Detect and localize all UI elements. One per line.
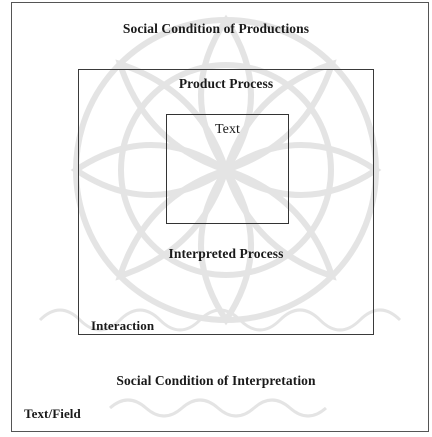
- social-production-label: Social Condition of Productions: [0, 21, 432, 37]
- interpreted-process-label: Interpreted Process: [78, 246, 374, 262]
- product-process-label: Product Process: [78, 76, 374, 92]
- interaction-label: Interaction: [91, 318, 154, 334]
- text-field-label: Text/Field: [24, 406, 81, 422]
- text-label: Text: [166, 122, 289, 138]
- social-interpretation-label: Social Condition of Interpretation: [0, 373, 432, 389]
